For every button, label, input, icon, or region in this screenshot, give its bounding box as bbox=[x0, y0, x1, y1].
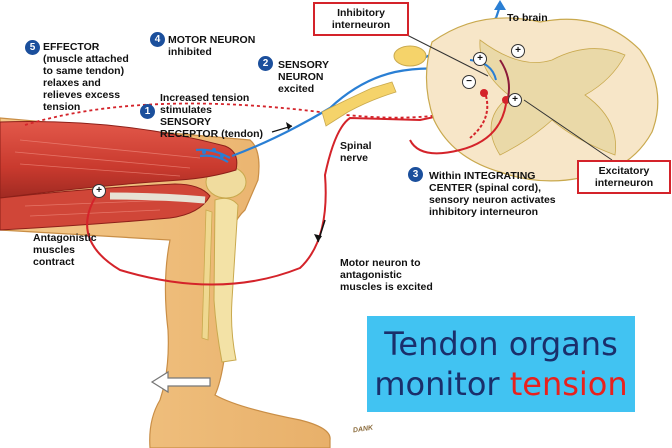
step-5-number: 5 bbox=[25, 40, 40, 55]
plus-sign-cord-a: + bbox=[473, 52, 487, 66]
antagonist-motor-path bbox=[86, 95, 499, 286]
step-4-number: 4 bbox=[150, 32, 165, 47]
motor-neuron-antagonist-label: Motor neuron to antagonistic muscles is … bbox=[340, 257, 433, 293]
step-4-text: MOTOR NEURON inhibited bbox=[168, 34, 256, 58]
muscle-striations bbox=[14, 139, 201, 217]
step-3-number: 3 bbox=[408, 167, 423, 182]
step-3-text: Within INTEGRATING CENTER (spinal cord),… bbox=[429, 170, 556, 218]
minus-sign-cord: − bbox=[462, 75, 476, 89]
to-brain-arrowhead bbox=[494, 0, 506, 10]
title-line-2: monitor tension bbox=[367, 364, 635, 404]
step-5-text: EFFECTOR (muscle attached to same tendon… bbox=[43, 41, 129, 113]
step-1-number: 1 bbox=[140, 104, 155, 119]
excitatory-leader-line bbox=[523, 99, 613, 161]
title-box: Tendon organs monitor tension bbox=[367, 316, 635, 412]
title-line-1: Tendon organs bbox=[384, 325, 618, 363]
dorsal-root-ganglion bbox=[393, 45, 427, 67]
step-2-number: 2 bbox=[258, 56, 273, 71]
spinal-nerve-label: Spinal nerve bbox=[340, 140, 372, 164]
inhibitory-leader-line bbox=[404, 33, 489, 77]
tendon bbox=[109, 192, 206, 204]
title-word-tension: tension bbox=[509, 365, 628, 403]
title-word-monitor: monitor bbox=[374, 365, 510, 403]
motor-neuron-cell bbox=[469, 95, 489, 139]
tibia-bone bbox=[213, 197, 239, 363]
inhibitory-interneuron-label: Inhibitory interneuron bbox=[313, 2, 409, 36]
movement-arrow bbox=[150, 370, 211, 394]
antagonistic-muscles-label: Antagonistic muscles contract bbox=[33, 232, 97, 268]
excitatory-interneuron-label: Excitatory interneuron bbox=[577, 160, 671, 194]
fibula-bone bbox=[201, 209, 213, 341]
to-brain-label: To brain bbox=[507, 12, 548, 24]
step-2-text: SENSORY NEURON excited bbox=[278, 59, 329, 95]
plus-sign-cord-c: + bbox=[508, 93, 522, 107]
nerve-trunk bbox=[321, 81, 397, 127]
step-1-text: Increased tension stimulates SENSORY REC… bbox=[160, 92, 264, 140]
grey-matter bbox=[479, 39, 626, 156]
plus-sign-cord-b: + bbox=[511, 44, 525, 58]
plus-sign-muscle: + bbox=[92, 184, 106, 198]
